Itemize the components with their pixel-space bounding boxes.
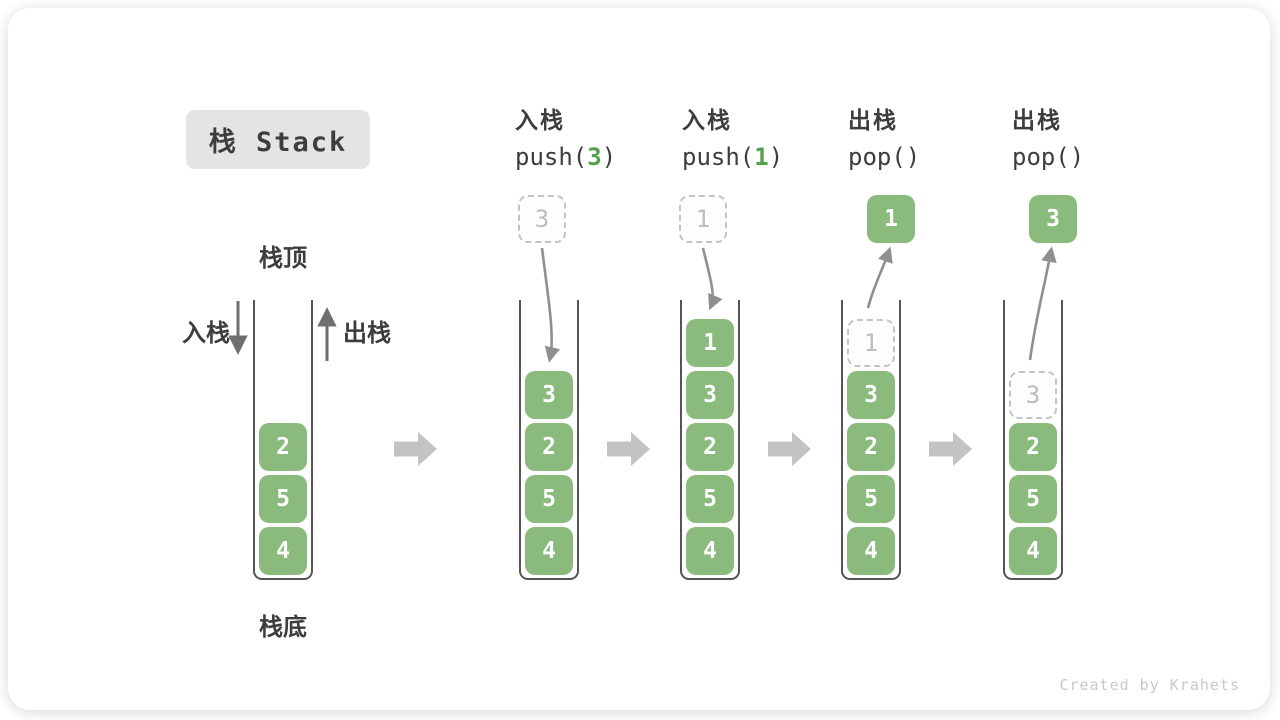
stack-cell-ghost: 1 (847, 319, 895, 367)
operation-code: push(1) (682, 138, 783, 176)
stack-cell: 1 (686, 319, 734, 367)
code-text: ) (768, 143, 784, 171)
stack-container (253, 300, 313, 580)
stack-top-label: 栈顶 (259, 244, 307, 272)
stack-cell: 4 (525, 527, 573, 575)
code-text: pop() (1012, 143, 1085, 171)
stack-cell: 5 (259, 475, 307, 523)
watermark: Created by Krahets (1059, 676, 1240, 694)
code-argument: 3 (587, 143, 602, 171)
stack-cell: 2 (259, 423, 307, 471)
stack-cell: 2 (686, 423, 734, 471)
title-badge: 栈 Stack (186, 110, 370, 169)
stack-container (680, 300, 740, 580)
stack-cell: 3 (847, 371, 895, 419)
popped-element-box: 1 (867, 195, 915, 243)
stack-cell: 3 (525, 371, 573, 419)
stack-cell: 2 (847, 423, 895, 471)
incoming-element-box: 1 (679, 195, 727, 243)
code-argument: 1 (754, 143, 769, 171)
code-text: push( (515, 143, 588, 171)
code-text: ) (601, 143, 617, 171)
stack-cell: 5 (847, 475, 895, 523)
pop-side-label: 出栈 (343, 319, 391, 347)
stack-cell: 5 (1009, 475, 1057, 523)
stack-bottom-label: 栈底 (259, 613, 307, 641)
stack-cell: 5 (525, 475, 573, 523)
operation-label: 入栈 push(1) (682, 104, 783, 176)
operation-code: pop() (848, 138, 920, 176)
stack-container (519, 300, 579, 580)
stack-cell: 2 (1009, 423, 1057, 471)
operation-name: 出栈 (1012, 108, 1062, 134)
operation-name: 出栈 (848, 108, 898, 134)
operation-name: 入栈 (515, 108, 565, 134)
push-side-label: 入栈 (182, 319, 230, 347)
stack-cell: 3 (686, 371, 734, 419)
operation-name: 入栈 (682, 108, 732, 134)
code-text: push( (682, 143, 755, 171)
stack-container (1003, 300, 1063, 580)
stack-cell-ghost: 3 (1009, 371, 1057, 419)
stack-cell: 5 (686, 475, 734, 523)
stack-cell: 4 (686, 527, 734, 575)
operation-label: 出栈 pop() (848, 104, 920, 176)
operation-code: push(3) (515, 138, 616, 176)
popped-element-box: 3 (1029, 195, 1077, 243)
stack-cell: 2 (525, 423, 573, 471)
code-text: pop() (848, 143, 921, 171)
incoming-element-box: 3 (518, 195, 566, 243)
stack-container (841, 300, 901, 580)
operation-label: 入栈 push(3) (515, 104, 616, 176)
stack-cell: 4 (847, 527, 895, 575)
operation-code: pop() (1012, 138, 1084, 176)
stack-cell: 4 (1009, 527, 1057, 575)
stack-cell: 4 (259, 527, 307, 575)
operation-label: 出栈 pop() (1012, 104, 1084, 176)
